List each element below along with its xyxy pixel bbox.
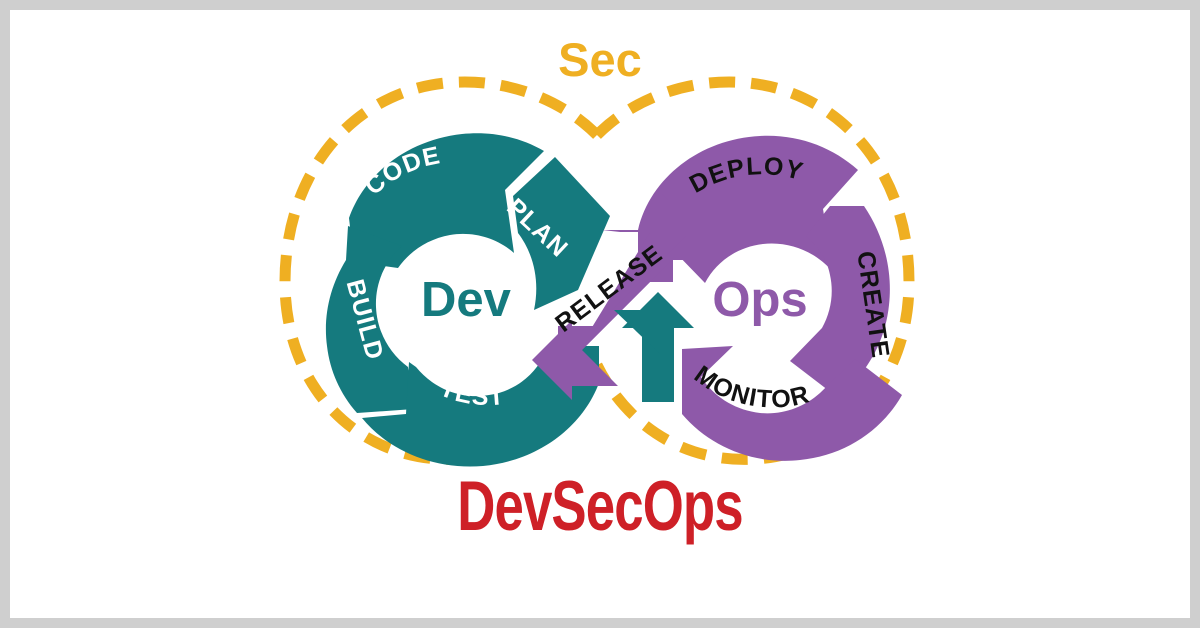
devsecops-infinity-diagram: Sec Dev Ops <box>279 33 915 546</box>
release-arrow[interactable] <box>558 200 710 386</box>
sec-ring-right-lobe <box>592 76 915 465</box>
sec-label: Sec <box>558 33 642 86</box>
ops-center-label: Ops <box>712 273 807 327</box>
ops-stage-create-shape[interactable] <box>790 206 890 397</box>
dev-stage-test-shape[interactable] <box>362 346 599 467</box>
dev-stage-plan-shape[interactable] <box>513 157 610 310</box>
ops-stage-monitor-shape[interactable] <box>682 346 902 461</box>
dev-center-label: Dev <box>421 273 512 327</box>
page-title: DevSecOps <box>457 467 743 546</box>
dev-stage-build-shape[interactable] <box>325 226 414 413</box>
dev-stage-code-shape[interactable] <box>349 133 544 268</box>
dev-loop-group: Dev <box>325 133 610 467</box>
feedback-wedge[interactable] <box>614 310 660 354</box>
